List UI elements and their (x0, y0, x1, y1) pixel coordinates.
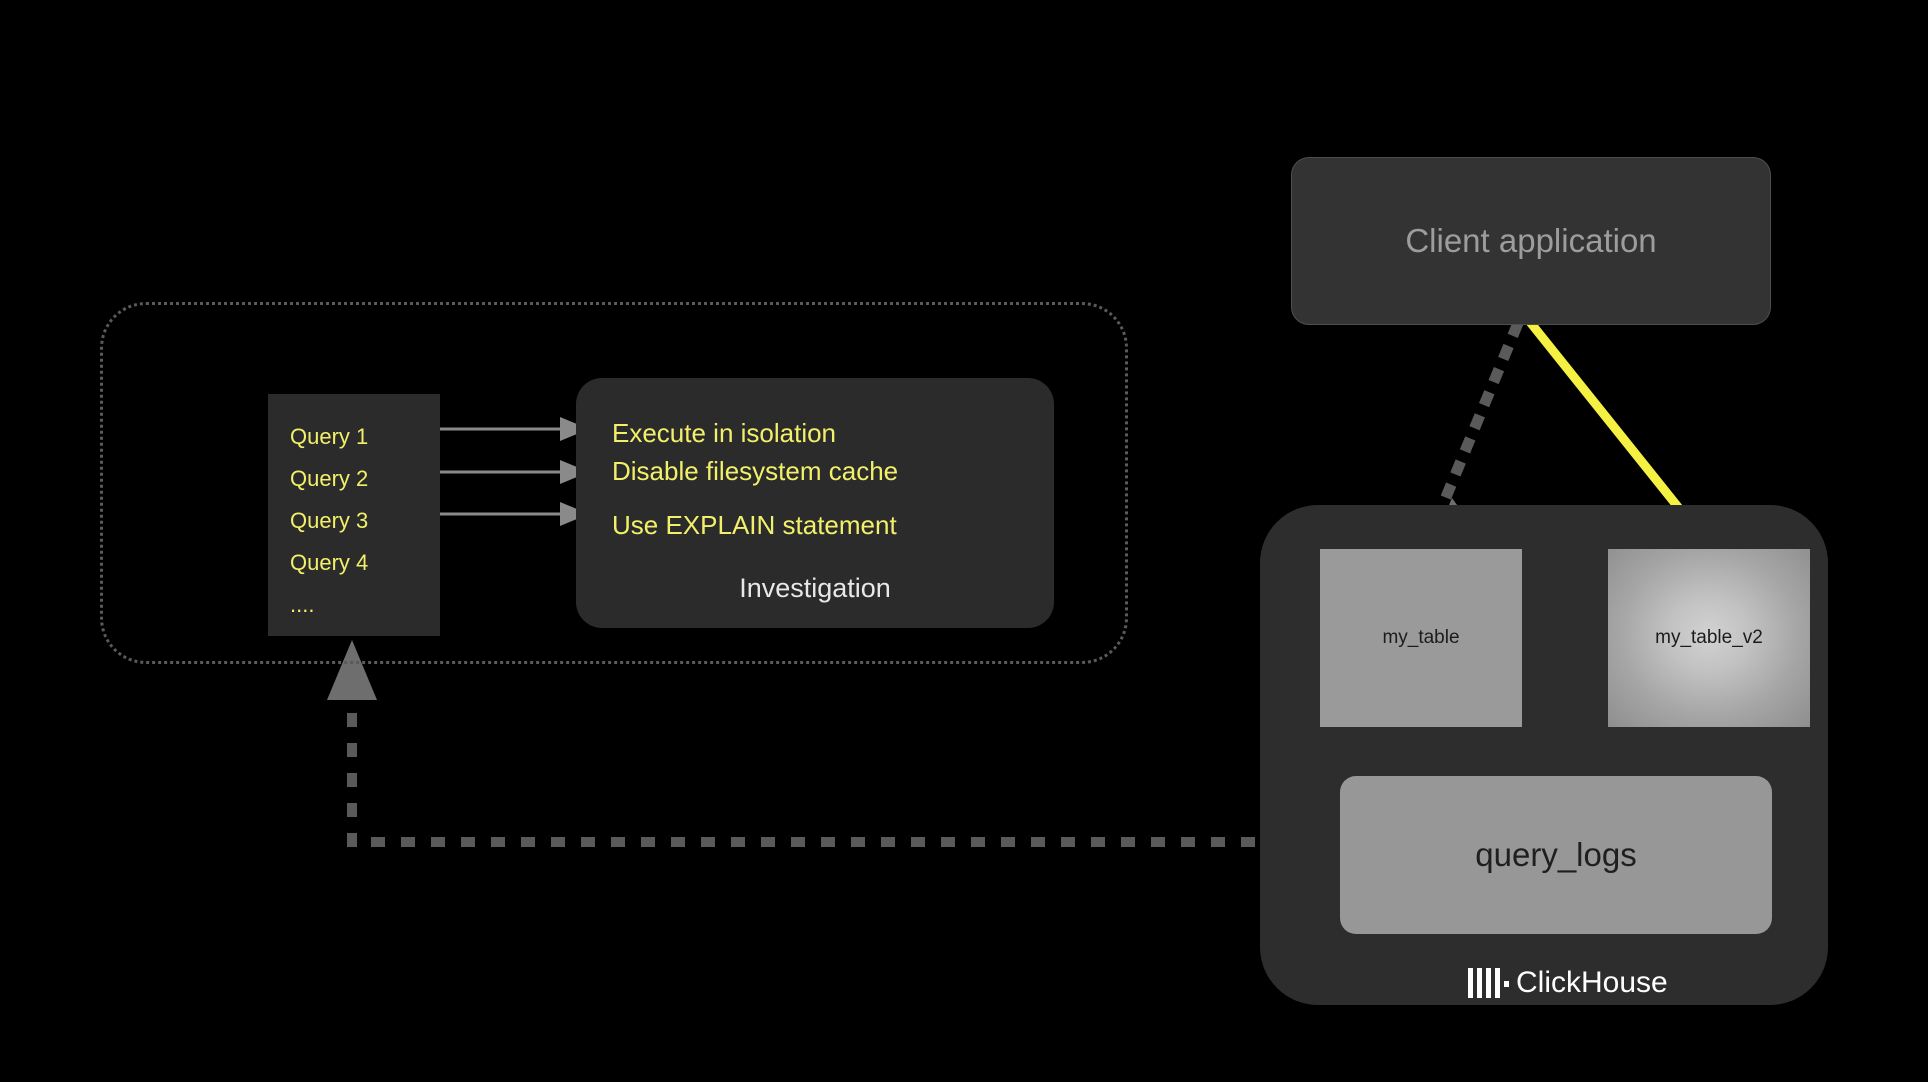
query-logs-label: query_logs (1475, 836, 1637, 873)
query-list-item-3[interactable]: Query 3 (290, 508, 369, 533)
investigation-line-1: Execute in isolation (612, 418, 837, 448)
query-list-box: Query 1 Query 2 Query 3 Query 4 .... (268, 394, 440, 636)
table-box-my-table-v2[interactable]: my_table_v2 (1608, 549, 1810, 727)
clickhouse-logo-icon (1468, 968, 1509, 998)
clickhouse-logo-text: ClickHouse (1516, 966, 1668, 999)
table-label-my-table: my_table (1382, 627, 1460, 648)
query-logs-to-query-list-arrow (327, 640, 1345, 847)
investigation-panel: Execute in isolation Disable filesystem … (576, 378, 1054, 628)
clickhouse-logo-bar-1 (1468, 968, 1473, 998)
table-box-my-table[interactable]: my_table (1320, 549, 1522, 727)
investigation-line-3: Use EXPLAIN statement (612, 510, 897, 540)
query-list-item-1[interactable]: Query 1 (290, 424, 369, 449)
clickhouse-logo-bar-3 (1486, 968, 1491, 998)
query-logs-box[interactable]: query_logs (1340, 776, 1772, 934)
query-list-item-more[interactable]: .... (290, 592, 315, 617)
table-label-my-table-v2: my_table_v2 (1655, 627, 1763, 648)
clickhouse-logo-bar-4 (1495, 968, 1500, 998)
clickhouse-logo-dot (1504, 981, 1509, 987)
query-list-item-4[interactable]: Query 4 (290, 550, 369, 575)
client-application-box: Client application (1291, 157, 1771, 325)
clickhouse-logo: ClickHouse (1468, 966, 1668, 1000)
client-application-label: Client application (1405, 222, 1657, 259)
investigation-group-container (100, 302, 1128, 664)
client-to-my-table-v2-line (1526, 319, 1686, 515)
clickhouse-logo-bar-2 (1477, 968, 1482, 998)
investigation-panel-title: Investigation (739, 573, 891, 603)
client-to-my-table-line (1436, 320, 1524, 510)
query-list-item-2[interactable]: Query 2 (290, 466, 369, 491)
investigation-line-2: Disable filesystem cache (612, 456, 899, 486)
